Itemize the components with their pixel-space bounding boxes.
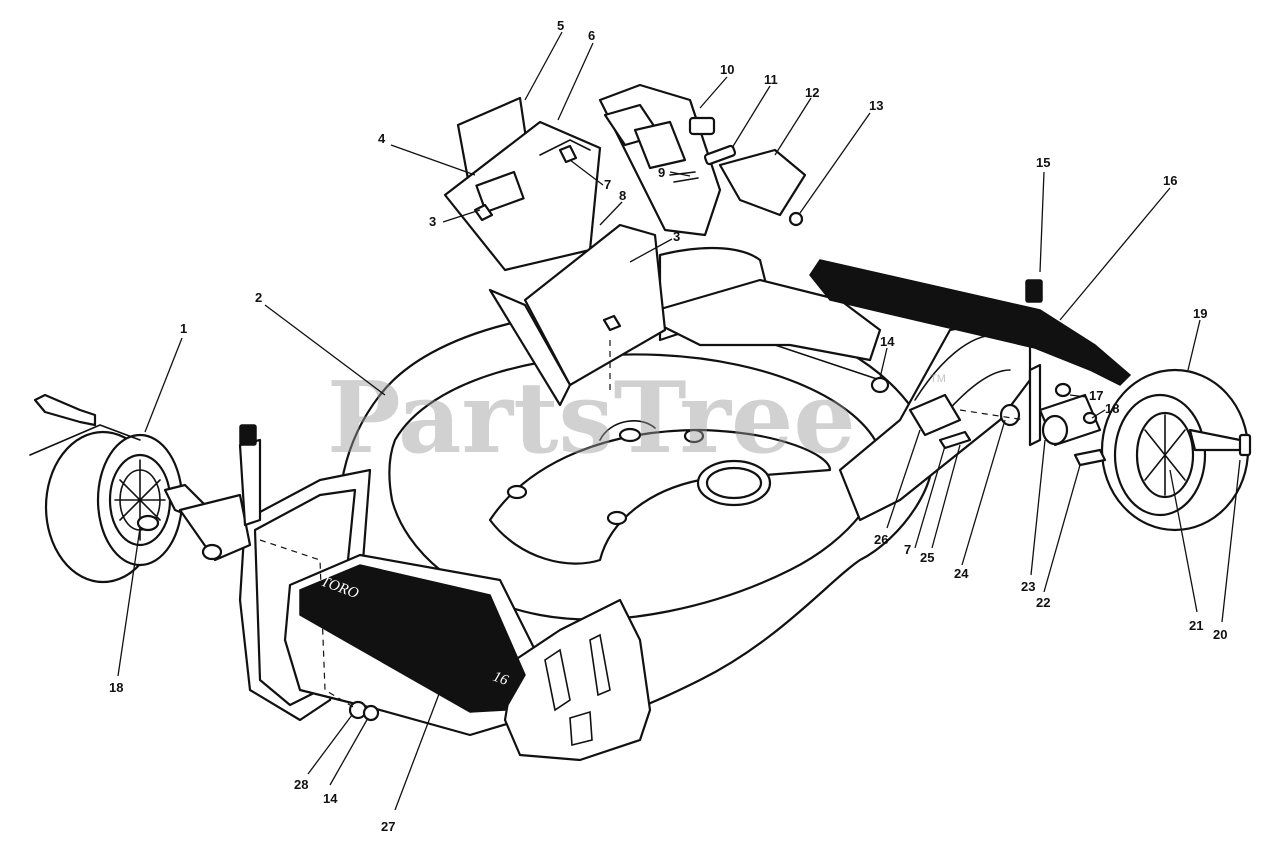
handle-bracket-upper xyxy=(443,96,602,272)
assembly-guide-front xyxy=(259,539,356,709)
callout-11: 11 xyxy=(764,72,778,87)
callout-16: 16 xyxy=(1163,173,1177,188)
callout-14-front: 14 xyxy=(323,791,338,806)
left-axle-bracket xyxy=(178,424,262,562)
height-adjust-assembly xyxy=(598,83,807,237)
callout-3-upper: 3 xyxy=(429,214,436,229)
watermark: PartsTree xyxy=(327,361,856,476)
callout-7-upper: 7 xyxy=(604,177,611,192)
screw-7-rear xyxy=(938,430,972,450)
callout-8: 8 xyxy=(619,188,626,203)
watermark-trademark: TM xyxy=(930,373,946,385)
callout-4: 4 xyxy=(378,131,386,146)
screw-7-upper xyxy=(558,144,578,164)
callout-13: 13 xyxy=(869,98,883,113)
callout-17: 17 xyxy=(1089,388,1103,403)
callout-20: 20 xyxy=(1213,627,1227,642)
callout-14-rear: 14 xyxy=(880,334,895,349)
callout-18-front: 18 xyxy=(109,680,123,695)
callout-24: 24 xyxy=(954,566,969,581)
callout-27: 27 xyxy=(381,819,395,834)
blade-16 xyxy=(809,259,1132,386)
nut-14-front xyxy=(362,704,380,722)
screw-3-lower xyxy=(602,314,622,332)
leader-lines xyxy=(117,31,1241,811)
callout-22: 22 xyxy=(1036,595,1050,610)
callout-7-lower: 7 xyxy=(904,542,911,557)
callout-2: 2 xyxy=(255,290,262,305)
callout-3-lower: 3 xyxy=(673,229,680,244)
callout-numbers: 1 2 3 3 4 5 6 7 7 8 9 10 11 12 13 14 14 … xyxy=(109,18,1227,834)
link-26 xyxy=(908,393,962,437)
callout-1: 1 xyxy=(180,321,187,336)
callout-9: 9 xyxy=(658,165,665,180)
callout-23: 23 xyxy=(1021,579,1035,594)
left-wheel xyxy=(29,393,212,584)
callout-10: 10 xyxy=(720,62,734,77)
callout-21: 21 xyxy=(1189,618,1203,633)
callout-19: 19 xyxy=(1193,306,1207,321)
decal-number: 16 xyxy=(491,669,511,689)
callout-5: 5 xyxy=(557,18,564,33)
decal-27: TORO 16 xyxy=(299,564,526,713)
screw-3-upper xyxy=(473,203,494,222)
right-wheel xyxy=(1100,368,1252,532)
callout-28: 28 xyxy=(294,777,308,792)
callout-12: 12 xyxy=(805,85,819,100)
callout-25: 25 xyxy=(920,550,934,565)
callout-15: 15 xyxy=(1036,155,1050,170)
callout-26: 26 xyxy=(874,532,888,547)
clip-15 xyxy=(1025,279,1043,303)
rear-axle-bracket xyxy=(999,363,1107,467)
handle-bracket-lower xyxy=(488,223,667,407)
callout-18-rear: 18 xyxy=(1105,401,1119,416)
nut-14-rear xyxy=(870,376,890,394)
callout-6: 6 xyxy=(588,28,595,43)
